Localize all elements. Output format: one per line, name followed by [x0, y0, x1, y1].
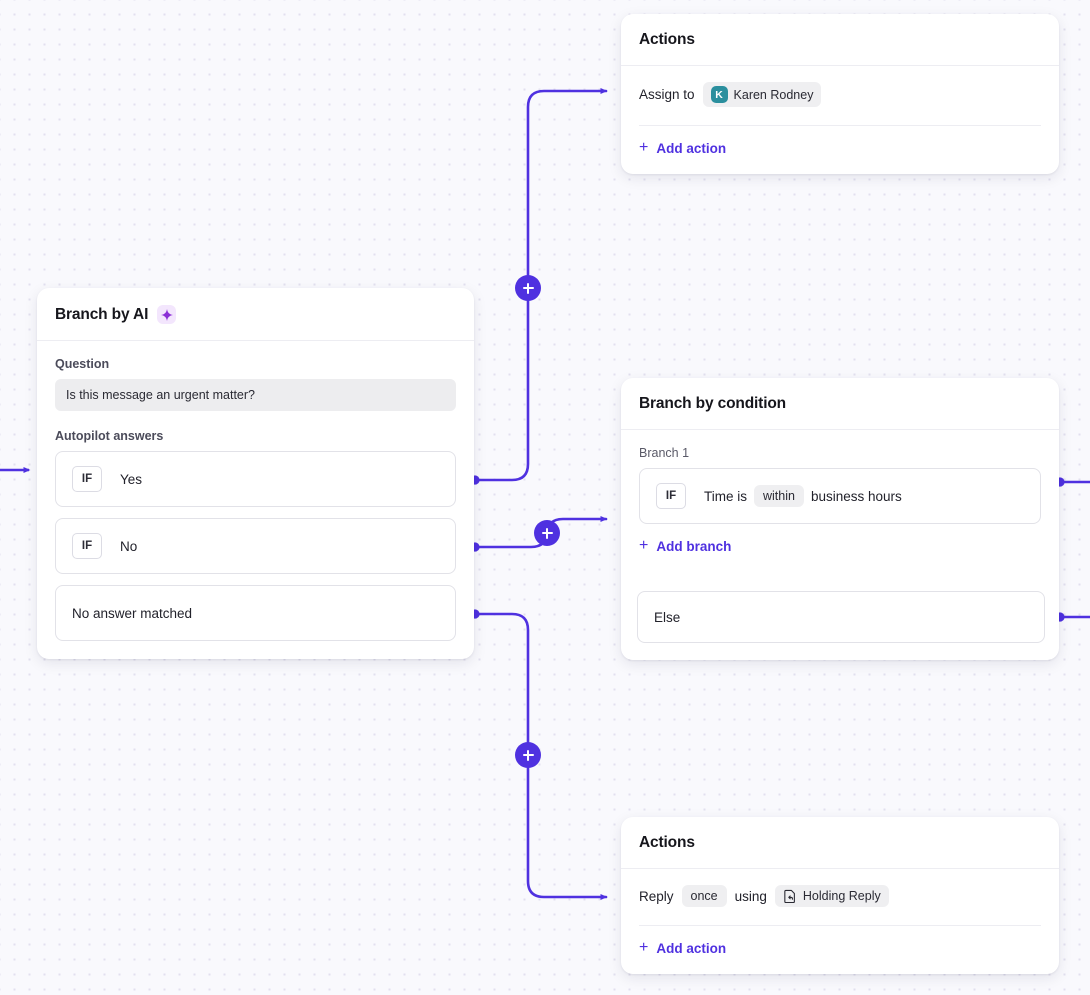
- plus-icon: +: [639, 536, 649, 554]
- reply-label: Reply: [639, 888, 674, 904]
- condition-row-branch-1[interactable]: IF Time is within business hours: [639, 468, 1041, 524]
- node-branch-by-condition[interactable]: Branch by condition Branch 1 IF Time is …: [621, 378, 1059, 660]
- node-branch-by-ai[interactable]: Branch by AI Question Is this message an…: [37, 288, 474, 659]
- condition-value: business hours: [810, 488, 902, 504]
- if-chip: IF: [656, 483, 686, 509]
- actions-bottom-title: Actions: [639, 834, 695, 851]
- branch-1-label: Branch 1: [639, 446, 690, 460]
- plus-icon: +: [639, 938, 649, 956]
- sparkle-icon: [157, 305, 177, 324]
- reply-template-name: Holding Reply: [802, 889, 881, 903]
- action-assign-to[interactable]: Assign to K Karen Rodney: [639, 82, 1041, 126]
- answer-label-no: No: [120, 538, 138, 554]
- card-header: Branch by condition: [621, 378, 1059, 430]
- if-chip: IF: [72, 533, 102, 559]
- fallback-label: No answer matched: [72, 605, 193, 621]
- question-label: Question: [55, 357, 110, 371]
- question-input[interactable]: Is this message an urgent matter?: [55, 379, 456, 411]
- add-action-label: Add action: [656, 140, 727, 156]
- answer-row-yes[interactable]: IF Yes: [55, 451, 456, 507]
- card-header: Actions: [621, 817, 1059, 869]
- add-node-button-bottom[interactable]: [515, 742, 541, 768]
- add-action-label: Add action: [656, 940, 727, 956]
- add-branch-label: Add branch: [656, 538, 732, 554]
- assignee-name: Karen Rodney: [733, 87, 814, 102]
- if-chip: IF: [72, 466, 102, 492]
- assign-to-label: Assign to: [639, 87, 695, 102]
- card-header: Actions: [621, 14, 1059, 66]
- reply-template-chip[interactable]: Holding Reply: [774, 885, 889, 907]
- answer-label-yes: Yes: [120, 471, 143, 487]
- autopilot-answers-label: Autopilot answers: [55, 429, 164, 443]
- branch-by-condition-title: Branch by condition: [639, 395, 786, 412]
- card-body: Assign to K Karen Rodney + Add action: [621, 66, 1059, 174]
- page-title: Actions: [639, 31, 695, 48]
- answer-row-fallback[interactable]: No answer matched: [55, 585, 456, 641]
- branch-by-ai-title: Branch by AI: [55, 305, 149, 323]
- add-action-button[interactable]: + Add action: [639, 938, 727, 956]
- card-body: Question Is this message an urgent matte…: [37, 341, 474, 659]
- plus-icon: +: [639, 138, 649, 156]
- avatar: K: [710, 86, 728, 103]
- condition-subject: Time is: [704, 488, 747, 504]
- reply-frequency-chip[interactable]: once: [681, 885, 727, 907]
- node-actions-top[interactable]: Actions Assign to K Karen Rodney + Add a…: [621, 14, 1059, 174]
- condition-row-else[interactable]: Else: [637, 591, 1045, 643]
- using-label: using: [734, 888, 767, 904]
- card-body: Branch 1 IF Time is within business hour…: [621, 430, 1059, 572]
- action-reply[interactable]: Reply once using Holding Reply: [639, 885, 1041, 926]
- else-label: Else: [654, 609, 681, 625]
- reply-template-icon: [783, 889, 797, 903]
- condition-expression: Time is within business hours: [704, 485, 902, 507]
- add-action-button[interactable]: + Add action: [639, 138, 727, 156]
- add-branch-button[interactable]: + Add branch: [639, 536, 732, 554]
- answer-row-no[interactable]: IF No: [55, 518, 456, 574]
- assignee-chip[interactable]: K Karen Rodney: [702, 82, 822, 107]
- add-node-button-top[interactable]: [515, 275, 541, 301]
- card-body: Reply once using Holding Reply + Add act…: [621, 869, 1059, 974]
- node-actions-bottom[interactable]: Actions Reply once using Holding Reply +…: [621, 817, 1059, 974]
- condition-operator-chip[interactable]: within: [754, 485, 804, 507]
- card-header: Branch by AI: [37, 288, 474, 341]
- add-node-button-middle[interactable]: [534, 520, 560, 546]
